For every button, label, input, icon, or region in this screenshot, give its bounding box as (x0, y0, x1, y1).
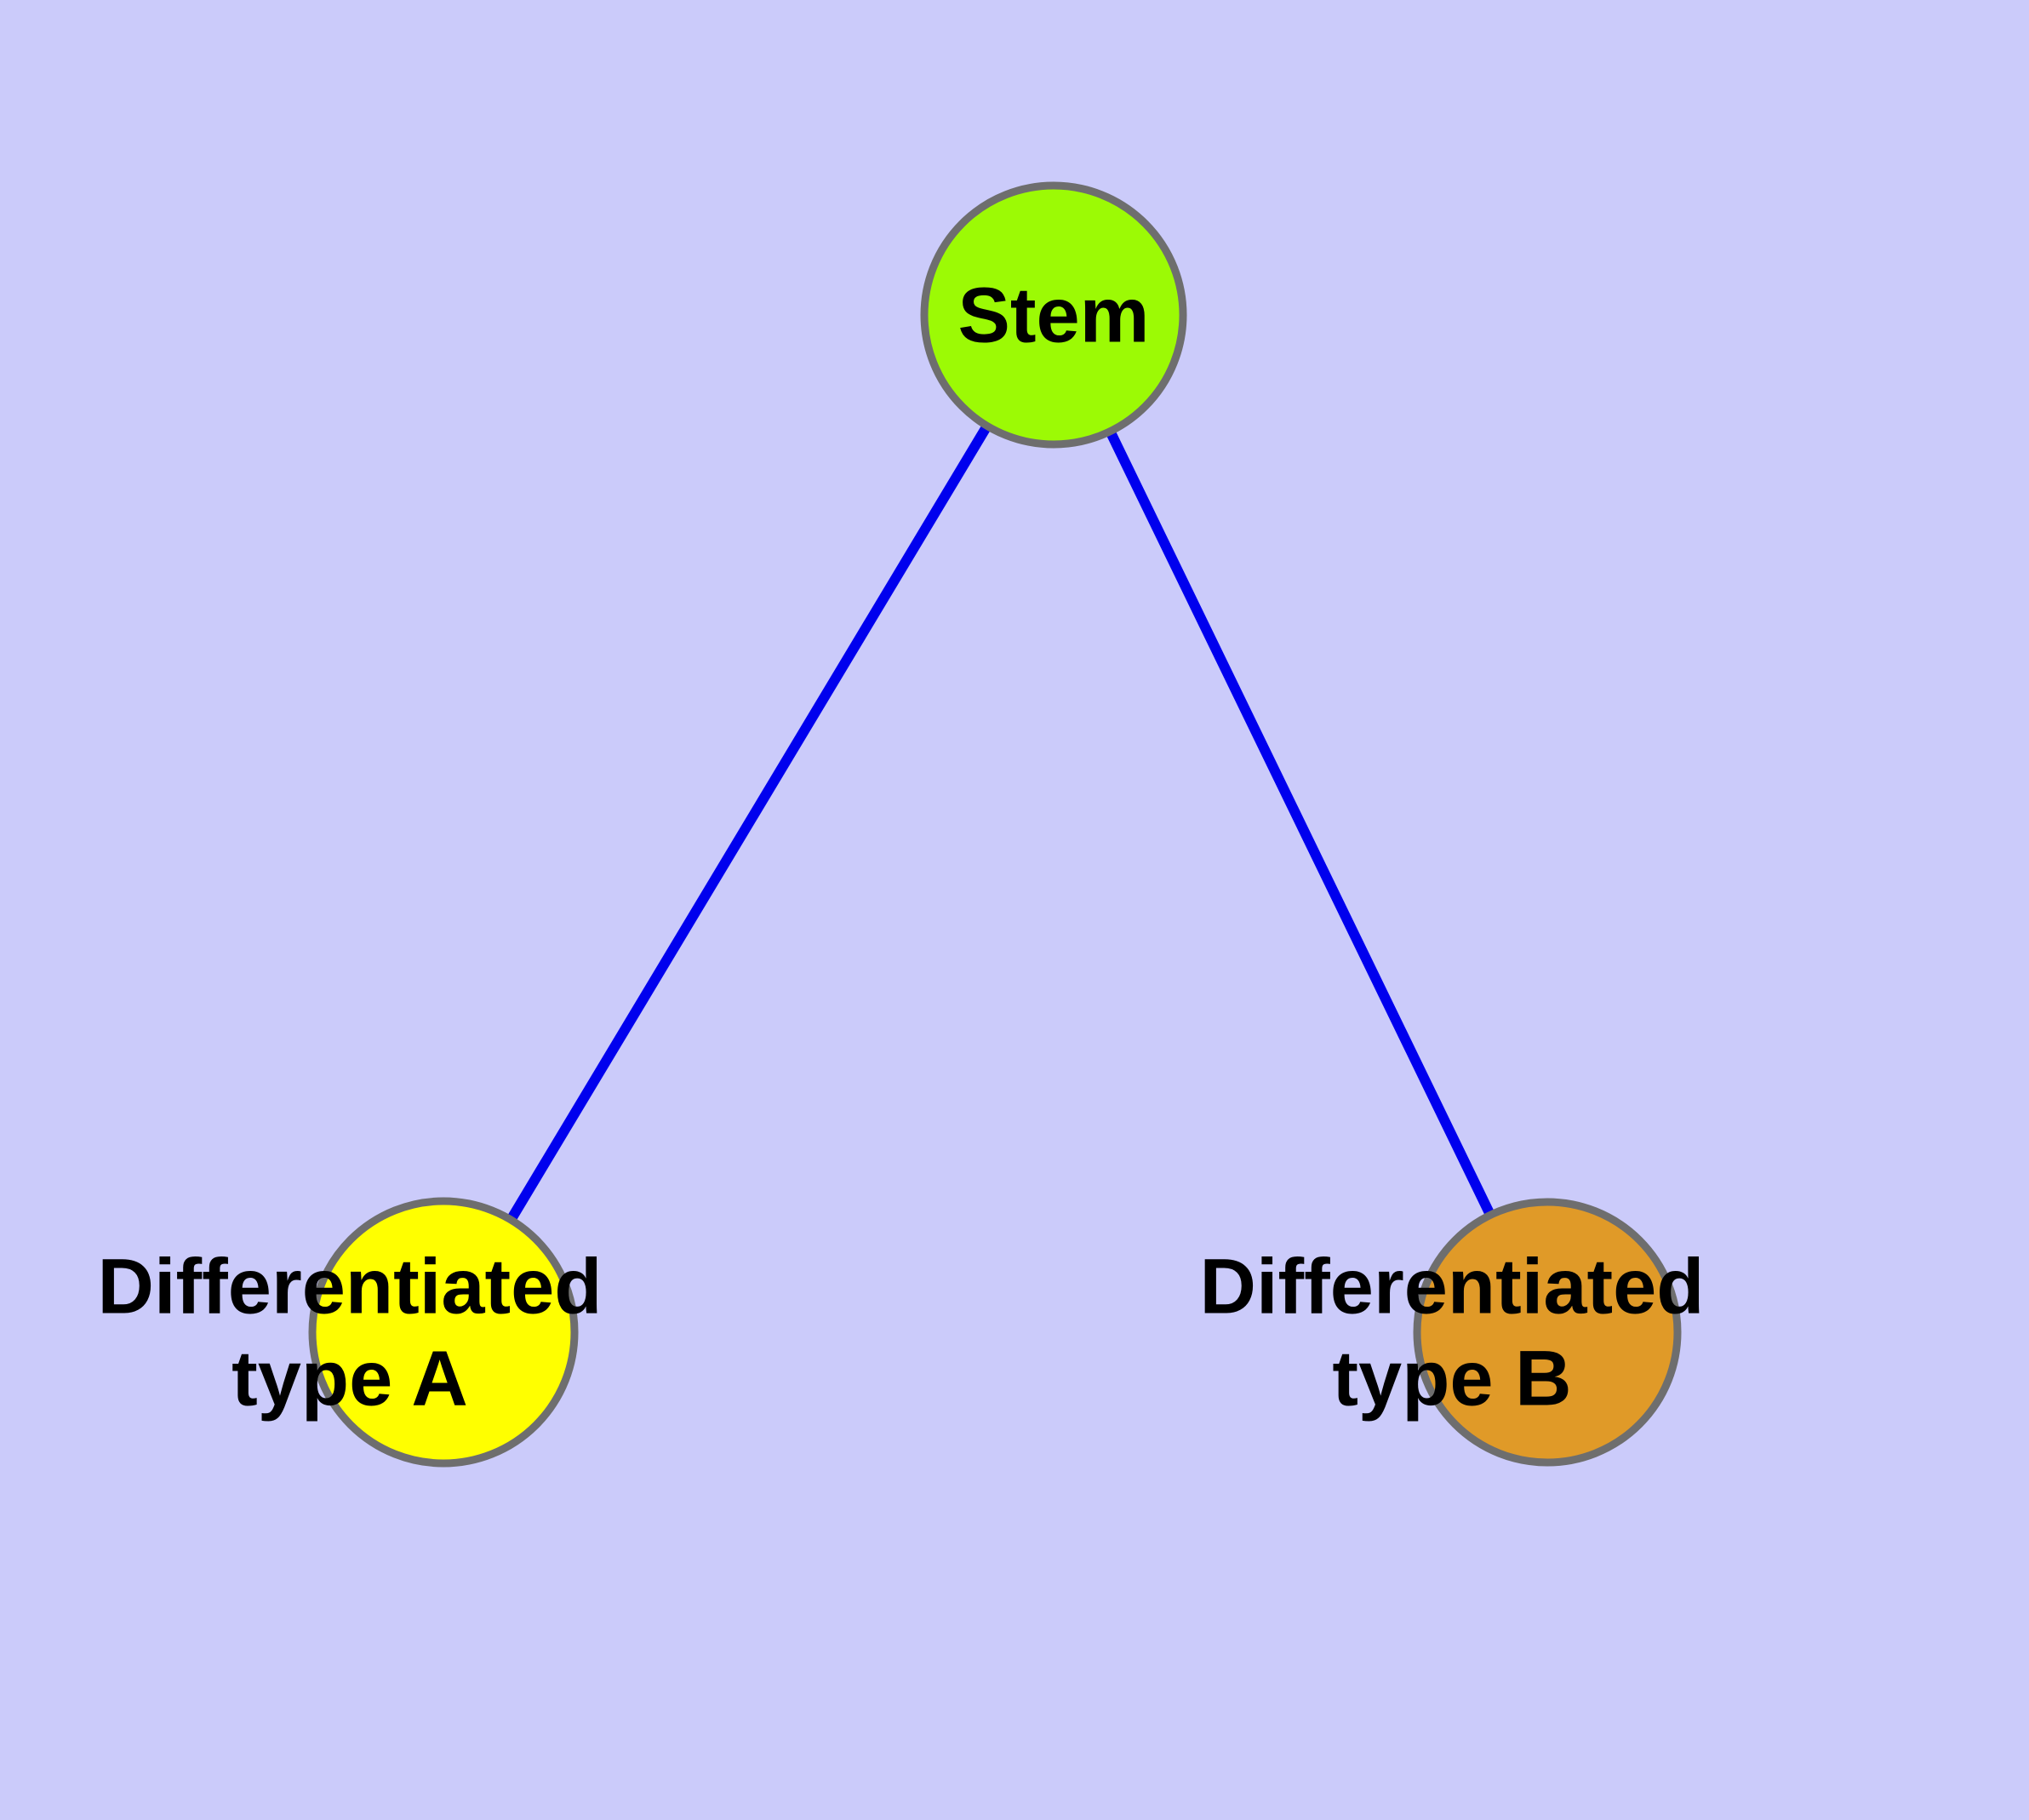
node-label-line: type A (231, 1336, 468, 1422)
edge-stem-diff-b (1104, 426, 1497, 1221)
node-circle-stem[interactable] (920, 181, 1187, 449)
node-label-stem: Stem (958, 272, 1150, 359)
node-label-line: Differentiated (1200, 1244, 1705, 1331)
edges-layer (505, 420, 1497, 1226)
node-stem[interactable]: Stem (920, 181, 1187, 449)
node-circle-diff_a[interactable] (308, 1197, 579, 1468)
node-label-line: Differentiated (98, 1244, 603, 1331)
node-circle-diff_b[interactable] (1413, 1198, 1682, 1467)
node-label-line: Stem (958, 272, 1150, 359)
edge-stem-diff-a (505, 420, 993, 1226)
node-label-line: type B (1332, 1336, 1571, 1422)
